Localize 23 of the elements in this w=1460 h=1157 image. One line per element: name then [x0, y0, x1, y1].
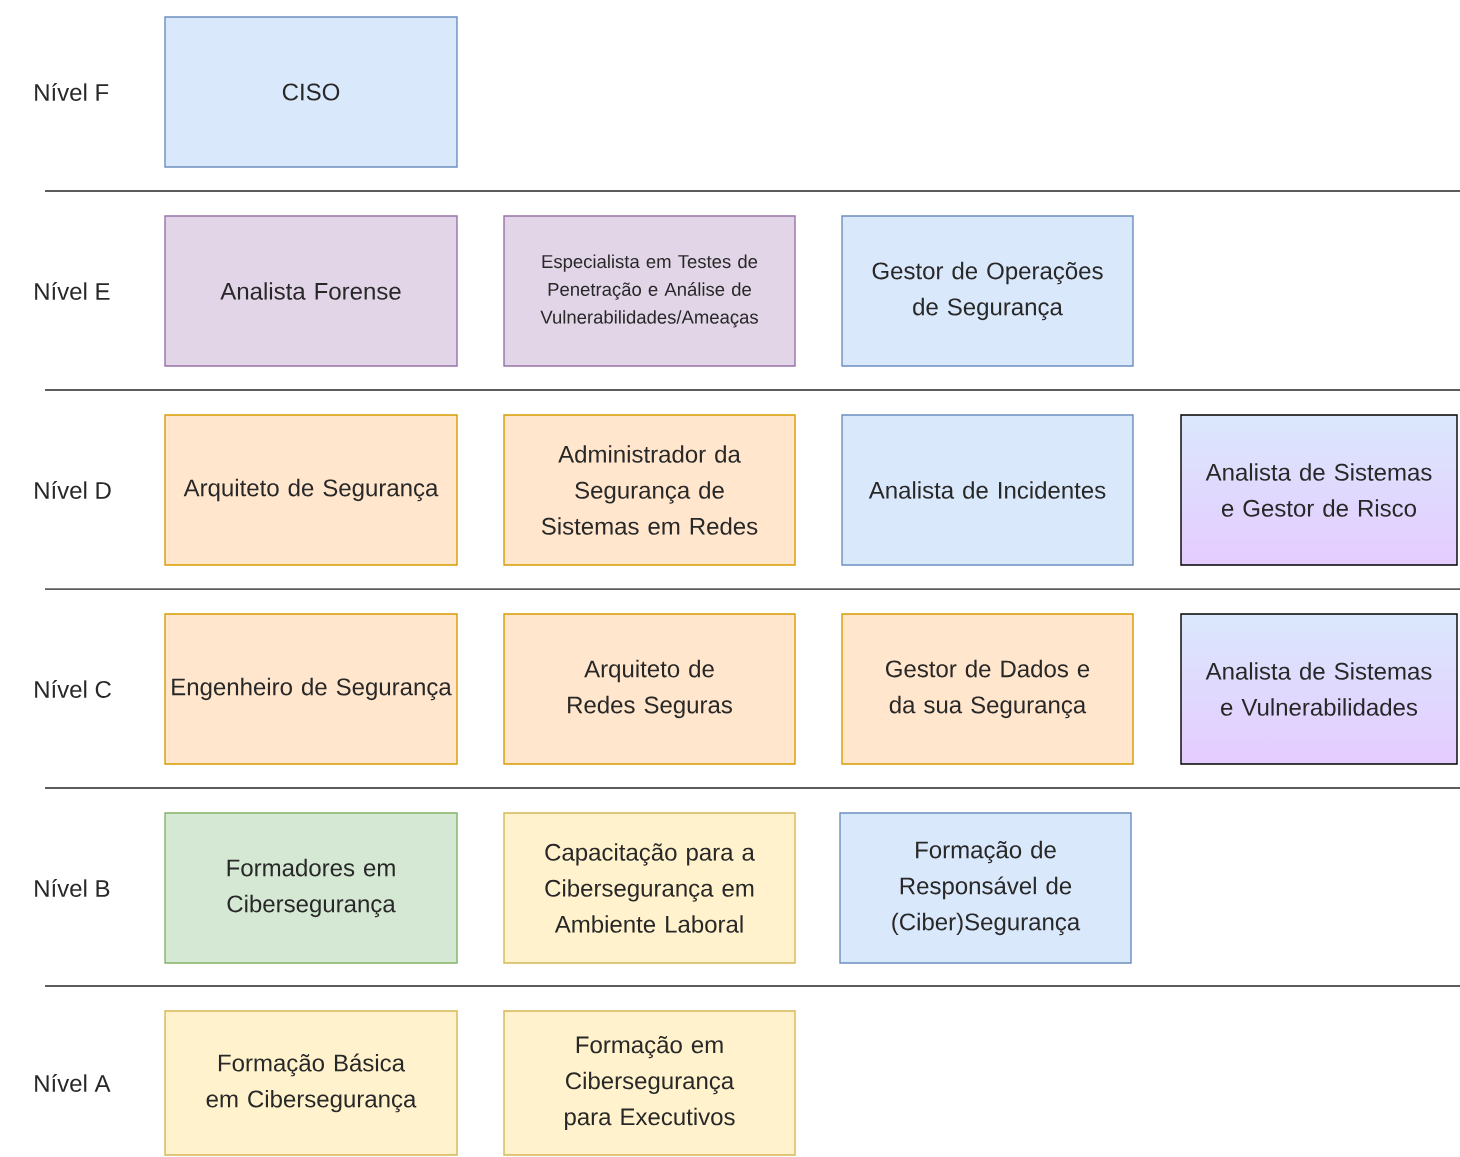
role-box: CISO [164, 16, 458, 168]
level-label: Nível D [35, 481, 111, 499]
role-box: Arquiteto de Redes Seguras [503, 613, 796, 765]
level-label: Nível B [35, 879, 110, 897]
role-box: Engenheiro de Segurança [164, 613, 458, 765]
role-box: Analista de Sistemas e Gestor de Risco [1180, 414, 1458, 566]
role-box: Analista de Incidentes [841, 414, 1134, 566]
level-label: Nível F [35, 83, 109, 101]
level-label: Nível C [35, 680, 111, 698]
role-box: Formação Básica em Cibersegurança [164, 1010, 458, 1156]
role-box: Analista de Sistemas e Vulnerabilidades [1180, 613, 1458, 765]
role-box: Gestor de Operações de Segurança [841, 215, 1134, 367]
role-box: Formação em Cibersegurança para Executivos [503, 1010, 796, 1156]
level-label: Nível E [35, 282, 110, 300]
role-box: Administrador da Segurança de Sistemas em Redes [503, 414, 796, 566]
role-box: Capacitação para a Cibersegurança em Ambiente Laboral [503, 812, 796, 964]
role-box: Formadores em Cibersegurança [164, 812, 458, 964]
role-box: Gestor de Dados e da sua Segurança [841, 613, 1134, 765]
role-box: Formação de Responsável de (Ciber)Segurança [839, 812, 1132, 964]
role-box: Arquiteto de Segurança [164, 414, 458, 566]
role-box: Especialista em Testes de Penetração e Análise de Vulnerabilidades/Ameaças [503, 215, 796, 367]
level-label: Nível A [35, 1074, 111, 1092]
role-box: Analista Forense [164, 215, 458, 367]
